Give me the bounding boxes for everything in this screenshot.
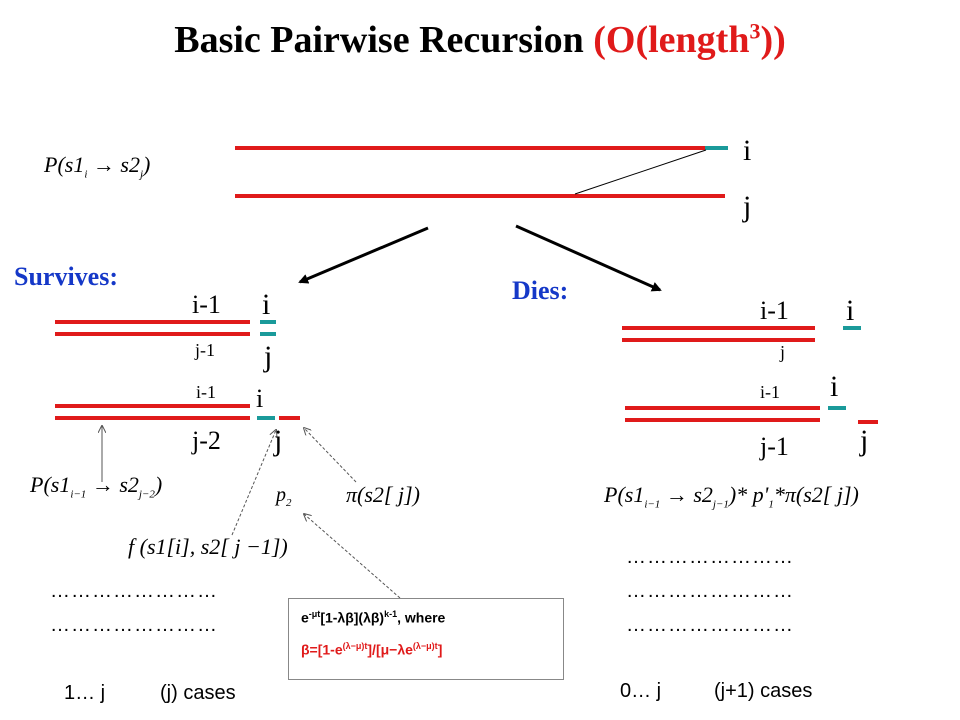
survives-upper-right-bottom: j: [264, 340, 273, 373]
arrow-to-survives: [298, 226, 429, 284]
title-accent: (O(length3)): [593, 18, 786, 61]
survives-cases-count: (j) cases: [160, 682, 236, 704]
survives-lower-right-top: i: [256, 384, 264, 413]
dies-dots-3: ……………………: [626, 614, 794, 636]
survives-dots-2: ……………………: [50, 614, 218, 636]
dies-lower-left-top: i-1: [760, 382, 780, 402]
dies-cases-range: 0… j: [620, 680, 662, 702]
survives-dots-1: ……………………: [50, 580, 218, 602]
survives-upper-left-bottom: j-1: [195, 340, 215, 360]
dies-lower-right-top: i: [830, 370, 839, 403]
survives-formula: P(s1i−1 → s2j−2): [30, 472, 163, 501]
box-line-2: β=[1-e(λ−μ)t]/[μ−λe(λ−μ)t]: [301, 641, 443, 658]
probability-box: e-μt[1-λβ](λβ)k-1, where β=[1-e(λ−μ)t]/[…: [288, 598, 564, 680]
page-title: Basic Pairwise Recursion (O(length3)): [0, 18, 960, 62]
survives-pi: π(s2[ j]): [346, 482, 420, 507]
box-line-1: e-μt[1-λβ](λβ)k-1, where: [301, 609, 446, 626]
dies-lower-left-bottom: j-1: [760, 432, 789, 461]
dies-dots-1: ……………………: [626, 546, 794, 568]
survives-lower-left-top: i-1: [196, 382, 216, 402]
arrow-to-dies: [515, 224, 662, 292]
title-main: Basic Pairwise Recursion: [174, 19, 594, 61]
survives-upper-right-top: i: [262, 288, 271, 321]
survives-lower-left-bottom: j-2: [192, 426, 221, 455]
survives-heading: Survives:: [14, 262, 118, 291]
dies-upper-left-top: i-1: [760, 296, 789, 325]
dies-cases-count: (j+1) cases: [714, 680, 813, 702]
top-label-i: i: [743, 134, 752, 167]
survives-lower-right-bottom: j: [274, 424, 283, 457]
survives-p2: p2: [276, 484, 292, 509]
top-alignment-line: [574, 149, 707, 195]
top-label-j: j: [743, 190, 752, 223]
survives-f: f (s1[i], s2[ j −1]): [128, 534, 288, 559]
survives-cases-range: 1… j: [64, 682, 106, 704]
dies-upper-right-top: i: [846, 294, 855, 327]
dies-upper-left-bottom: j: [780, 342, 786, 362]
dies-lower-right-bottom: j: [860, 424, 869, 457]
dies-heading: Dies:: [512, 276, 569, 305]
top-formula: P(s1i → s2j): [44, 152, 151, 181]
dies-dots-2: ……………………: [626, 580, 794, 602]
survives-upper-left-top: i-1: [192, 290, 221, 319]
dies-formula: P(s1i−1 → s2j−1)* p'1*π(s2[ j]): [604, 482, 859, 511]
